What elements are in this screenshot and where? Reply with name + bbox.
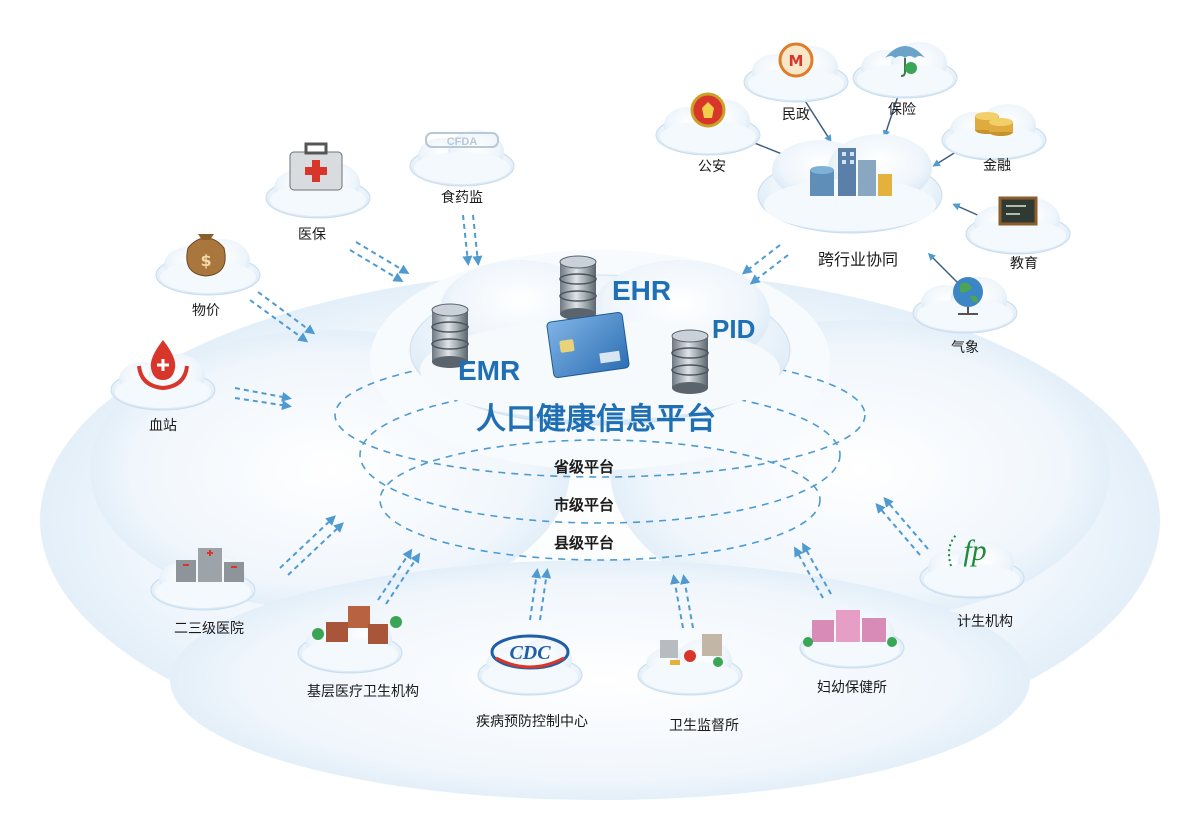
svg-text:CDC: CDC (509, 642, 551, 664)
svg-text:M: M (789, 52, 804, 70)
yiyuan-label: 二三级医院 (174, 621, 244, 637)
pid-database-icon (671, 329, 709, 395)
flow-arrows (234, 214, 929, 629)
fuyou-label: 妇幼保健所 (817, 679, 887, 696)
family-planning-logo-icon: fp (948, 533, 987, 567)
umbrella-icon (885, 46, 925, 77)
qixiang-label: 气象 (951, 340, 979, 356)
xuezhan-label: 血站 (149, 418, 177, 434)
shiyaojian-label: 食药监 (441, 189, 483, 206)
yibao-label: 医保 (298, 227, 326, 243)
svg-text:CFDA: CFDA (447, 136, 478, 148)
jiceng-label: 基层医疗卫生机构 (307, 683, 419, 700)
coins-icon (975, 112, 1013, 136)
health-card-icon (546, 312, 630, 378)
gongan-label: 公安 (698, 159, 726, 175)
jiaoyu-label: 教育 (1010, 256, 1038, 272)
emr-label: EMR (458, 355, 520, 386)
platform-title: 人口健康信息平台 (476, 402, 716, 436)
police-badge-icon (690, 92, 726, 128)
level-county: 县级平台 (554, 534, 614, 552)
wujia-label: 物价 (192, 303, 220, 319)
kuahangye-label: 跨行业协同 (818, 250, 898, 269)
jinrong-label: 金融 (983, 158, 1011, 174)
baoxian-label: 保险 (888, 102, 916, 118)
ehr-database-icon (559, 255, 597, 321)
weisheng-label: 卫生监督所 (669, 718, 739, 734)
blackboard-icon (998, 196, 1038, 226)
city-buildings-icon (810, 148, 892, 196)
minzheng-label: 民政 (782, 107, 810, 123)
pid-label: PID (712, 314, 755, 344)
first-aid-kit-icon (289, 142, 343, 191)
globe-icon (953, 277, 983, 315)
blood-drop-hands-icon (137, 340, 189, 391)
civil-affairs-logo-icon: M (778, 42, 814, 78)
level-province: 省级平台 (553, 458, 614, 476)
cfda-logo-icon: CFDA (425, 132, 499, 148)
level-city: 市级平台 (554, 496, 614, 514)
ehr-label: EHR (612, 275, 671, 306)
hospital-buildings-icon (176, 548, 244, 582)
town-square-icon (660, 634, 723, 667)
svg-text:fp: fp (963, 534, 986, 567)
cdc-logo-icon: CDC (490, 634, 570, 670)
clinic-buildings-icon (312, 606, 402, 644)
maternity-hospital-icon (803, 610, 897, 647)
jisheng-label: 计生机构 (957, 614, 1013, 630)
svg-text:$: $ (200, 251, 211, 270)
money-bag-icon: $ (186, 234, 226, 277)
cdc-label: 疾病预防控制中心 (476, 714, 588, 730)
